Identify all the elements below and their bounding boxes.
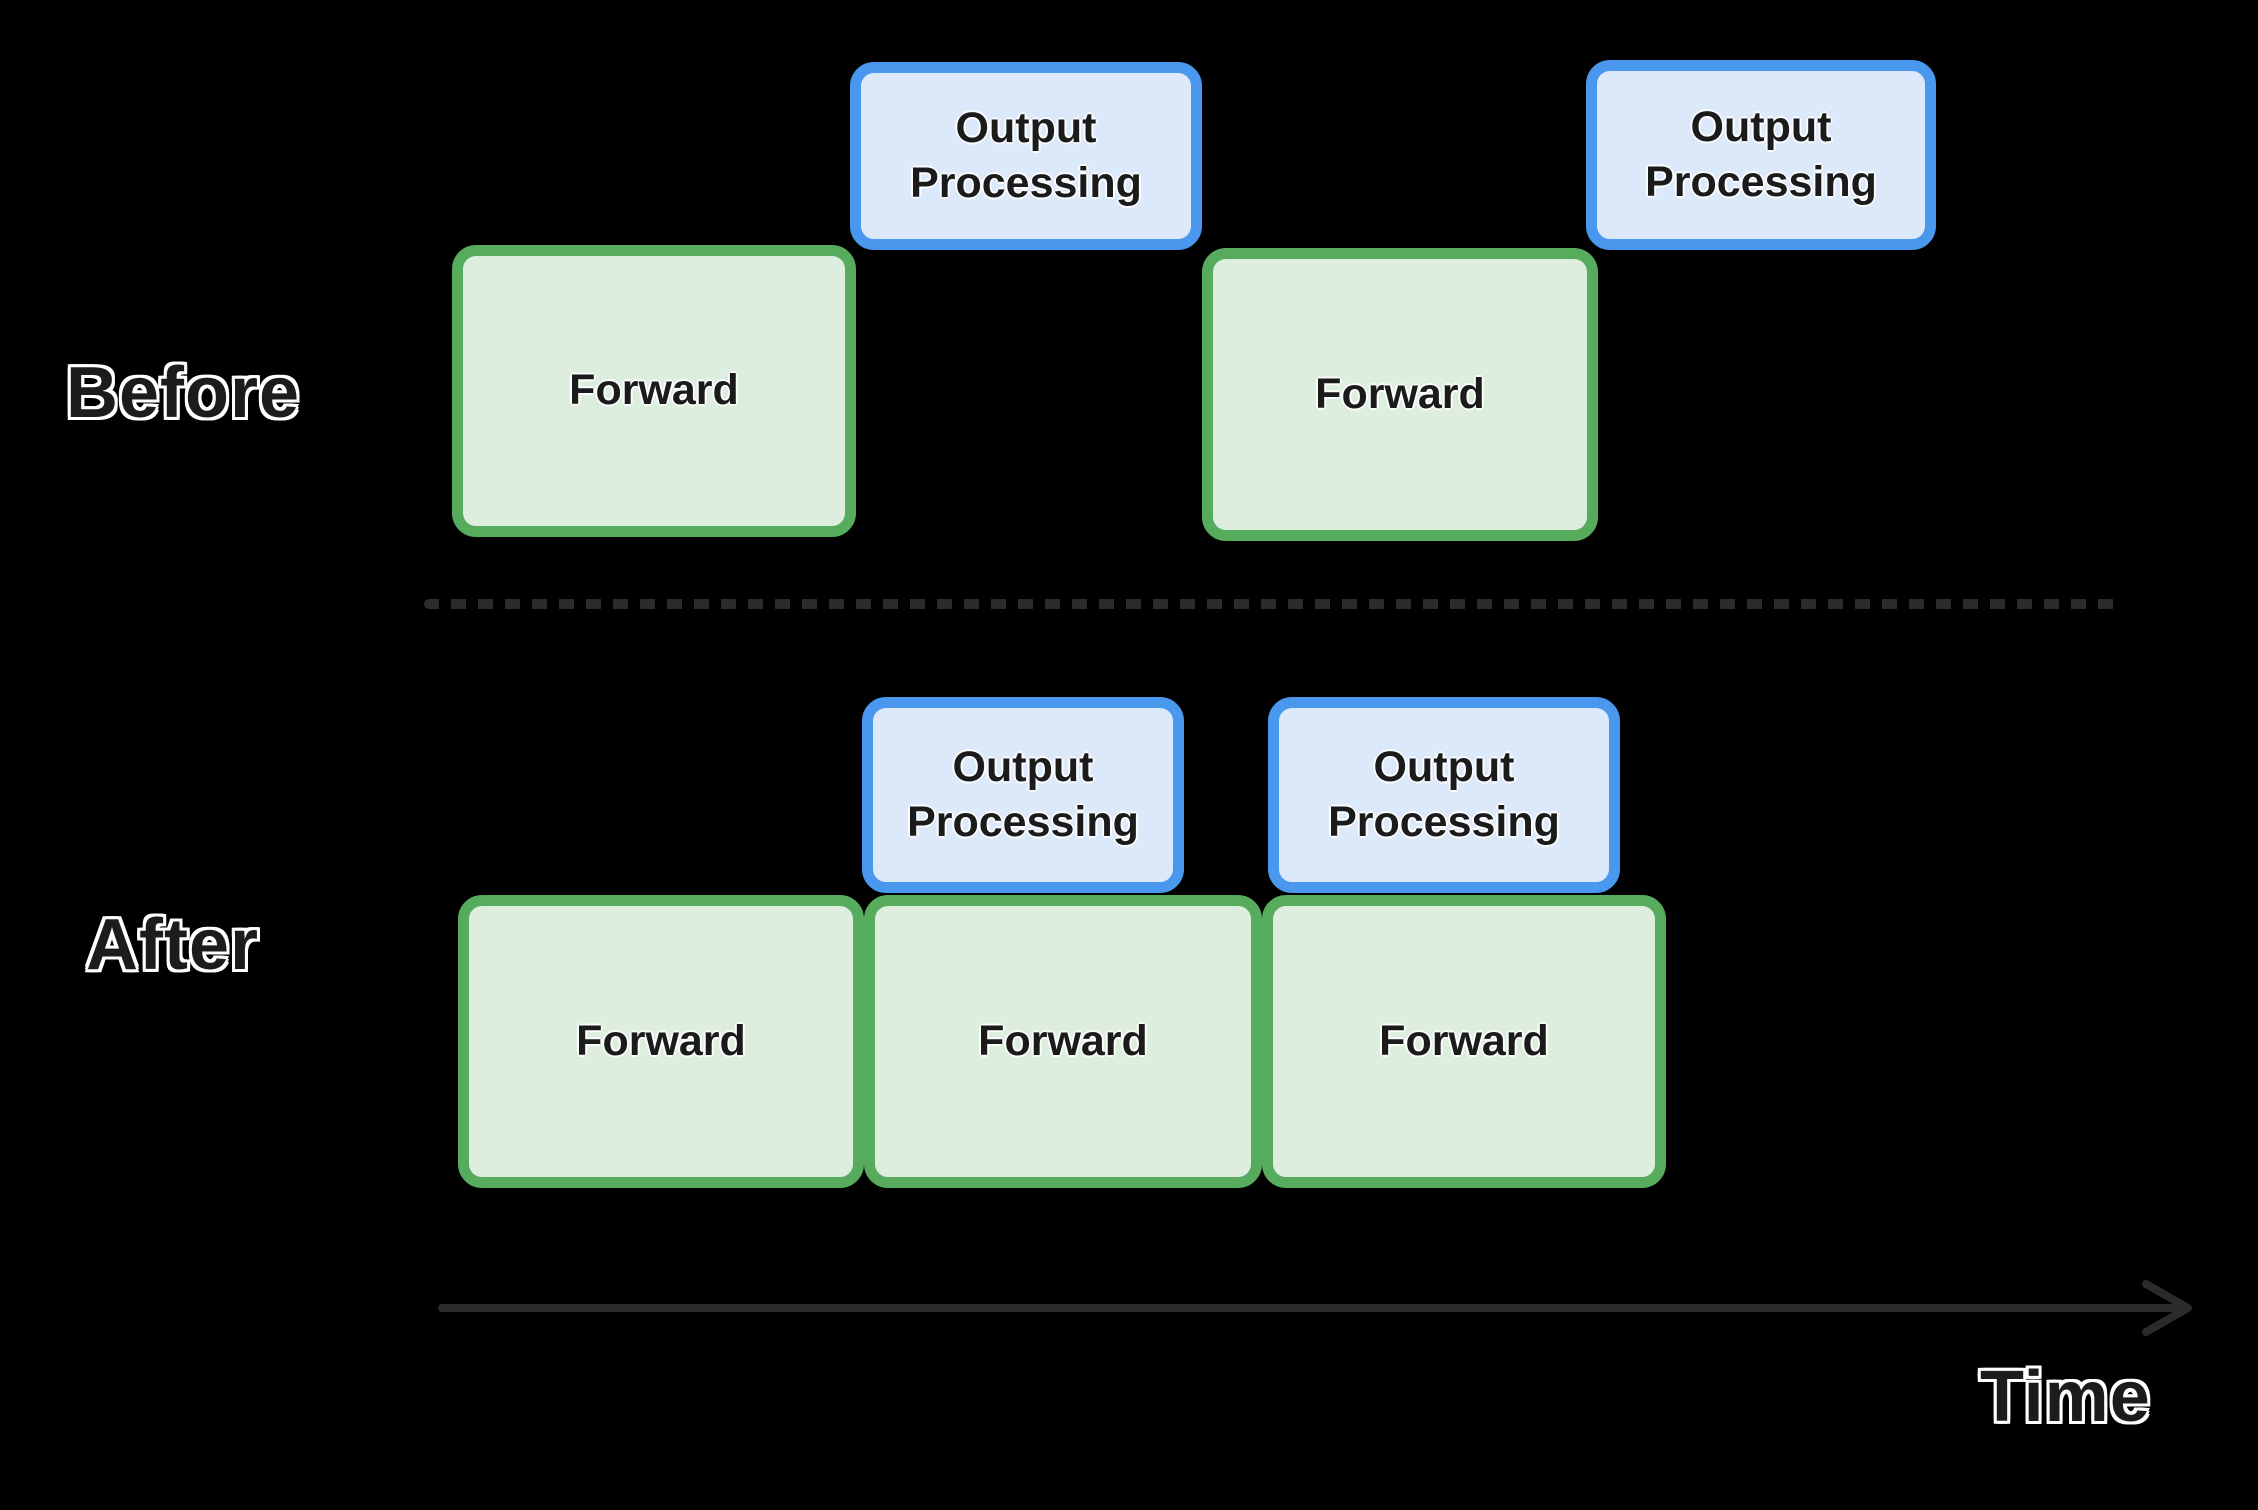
forward-box-label: Forward [1379, 1016, 1549, 1065]
time-label: Time [1980, 1357, 2151, 1437]
section-divider [424, 599, 2118, 609]
forward-box-label: Forward [978, 1016, 1148, 1065]
output-processing-box: Output Processing [1268, 697, 1620, 893]
output-processing-box: Output Processing [862, 697, 1184, 893]
forward-box-label: Forward [1315, 369, 1485, 418]
output-processing-box: Output Processing [1586, 60, 1936, 250]
forward-box: Forward [1202, 248, 1598, 541]
output-processing-box-label: Output Processing [1328, 742, 1560, 846]
output-processing-box-label: Output Processing [1645, 102, 1877, 206]
forward-box-label: Forward [576, 1016, 746, 1065]
forward-box: Forward [458, 895, 864, 1188]
output-processing-box-label: Output Processing [907, 742, 1139, 846]
forward-box: Forward [864, 895, 1262, 1188]
output-processing-box-label: Output Processing [910, 103, 1142, 207]
forward-box-label: Forward [569, 366, 739, 415]
forward-box: Forward [1262, 895, 1666, 1188]
forward-box: Forward [452, 245, 856, 537]
before-label: Before [66, 353, 301, 433]
after-label: After [86, 905, 260, 985]
output-processing-box: Output Processing [850, 62, 1202, 250]
time-axis-arrow [438, 1280, 2192, 1336]
